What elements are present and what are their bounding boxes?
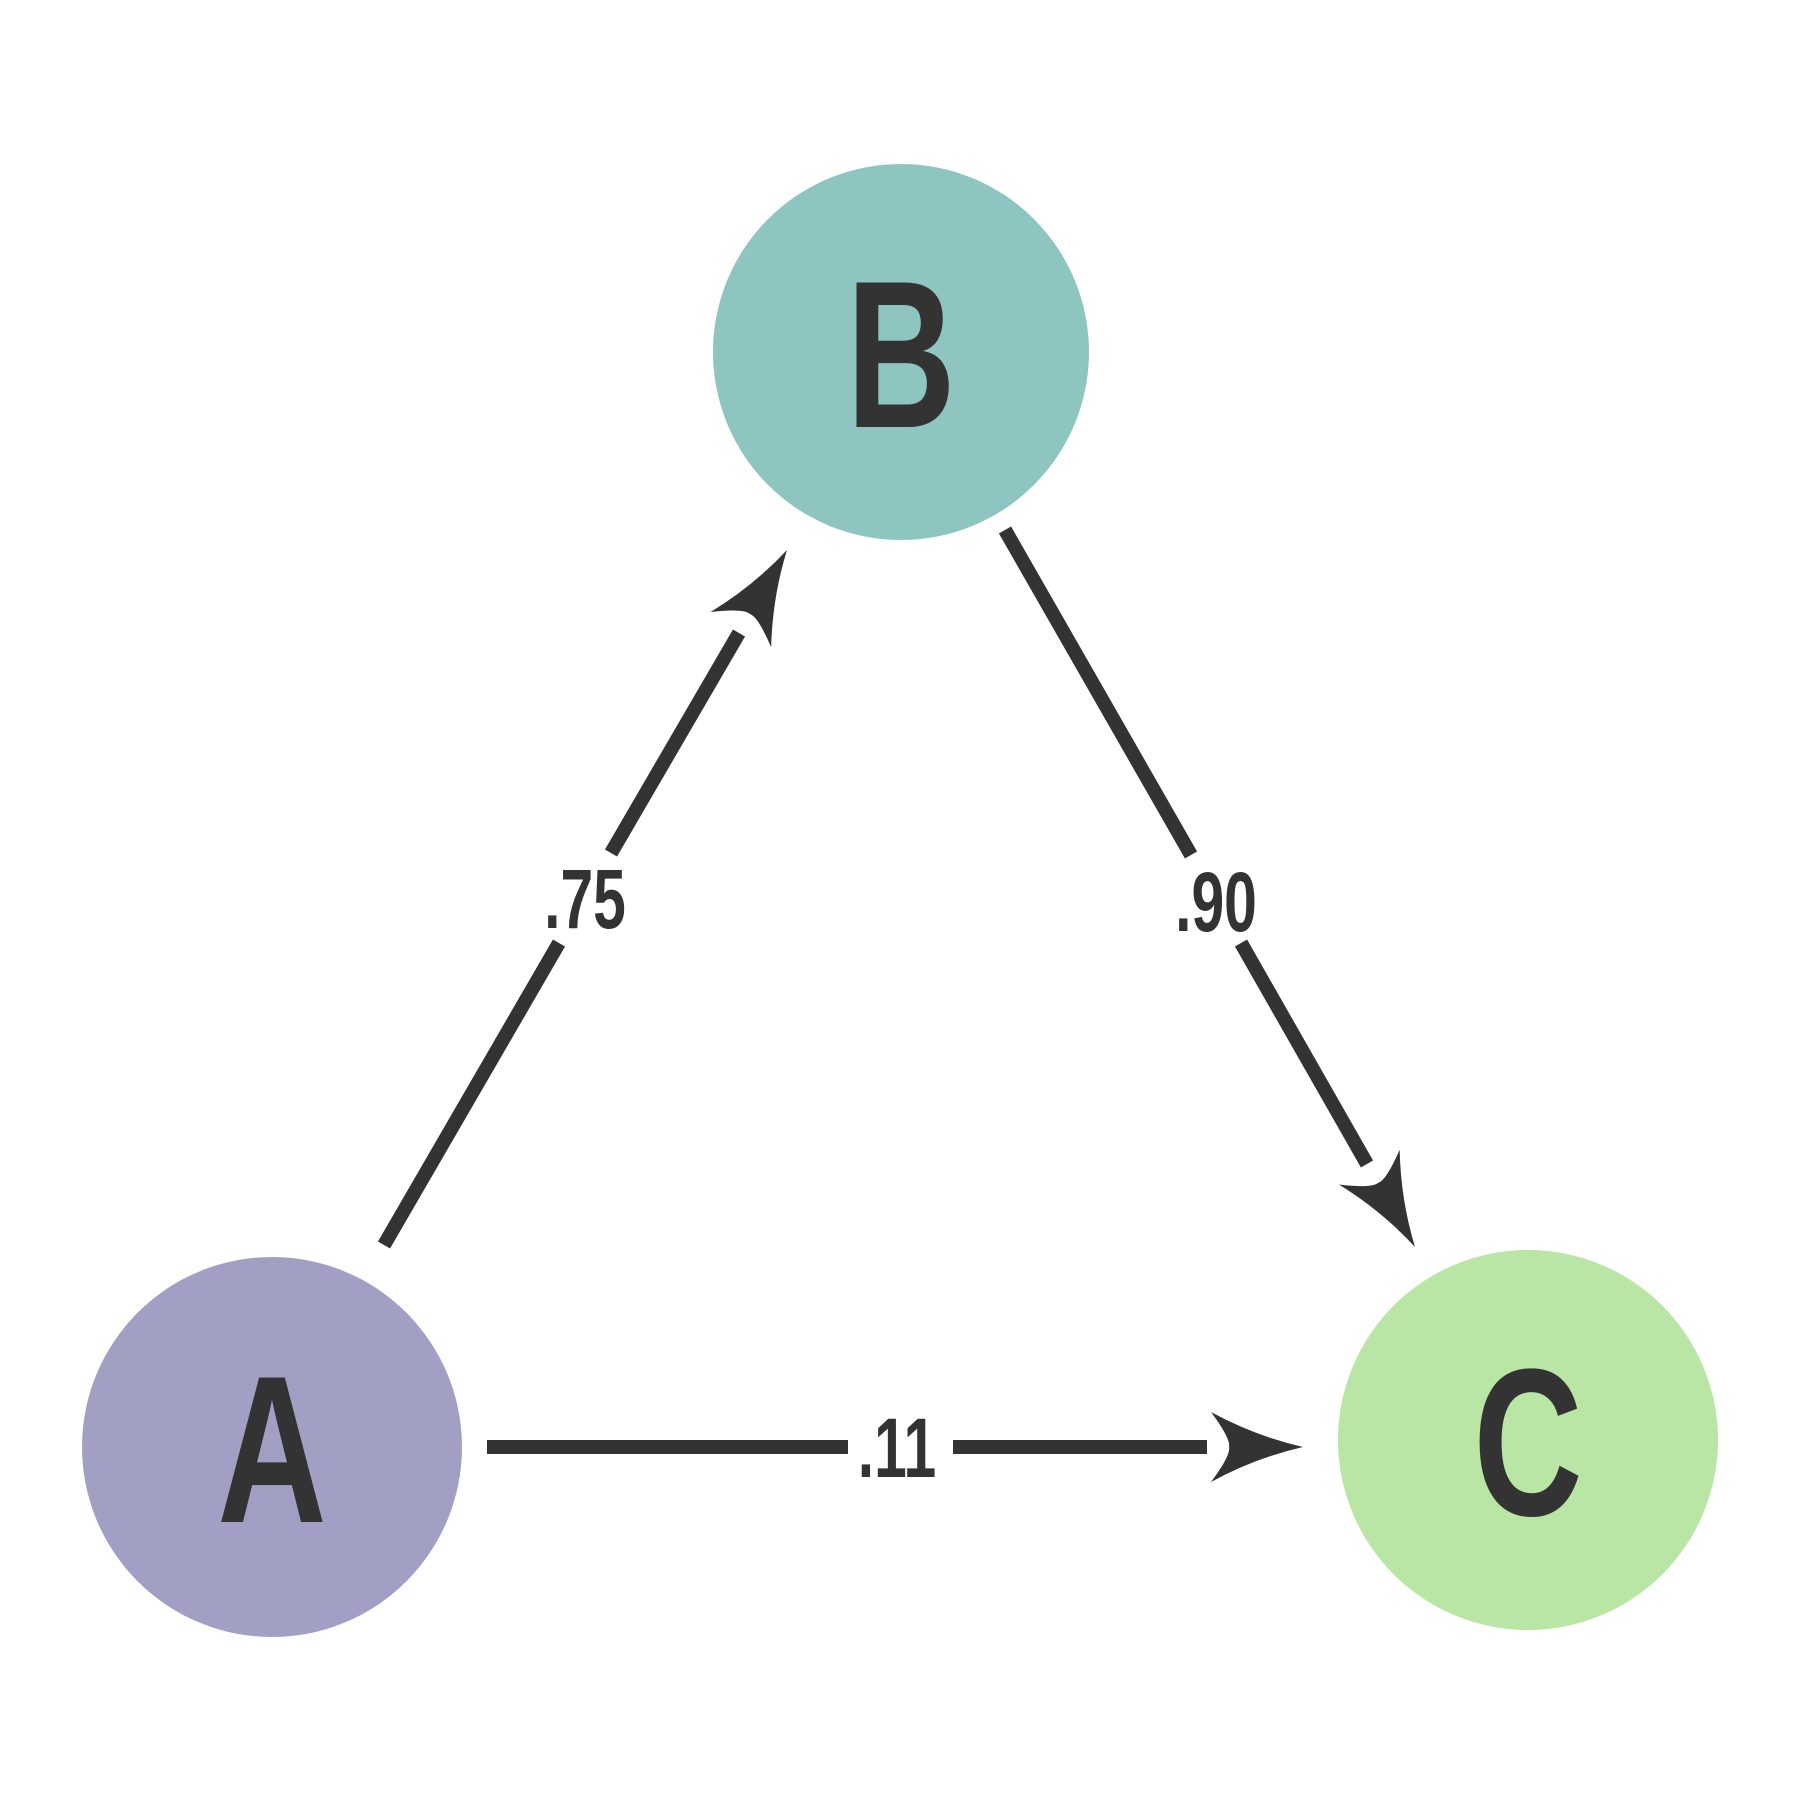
edge-a-b-segment-2: [604, 629, 746, 857]
edge-a-to-b: .75: [377, 550, 787, 1249]
node-c: C: [1338, 1250, 1718, 1630]
node-b: B: [713, 164, 1089, 540]
edge-b-c-segment-1: [998, 526, 1198, 859]
edge-b-to-c: .90: [998, 526, 1415, 1247]
edge-weight-b-c: .90: [1175, 856, 1257, 950]
node-a-label: A: [217, 1331, 326, 1566]
edge-a-to-c: .11: [487, 1402, 1303, 1496]
node-b-label: B: [846, 236, 955, 471]
arrowhead-b-c-icon: [1338, 1149, 1415, 1247]
node-c-label: C: [1473, 1324, 1582, 1559]
node-c-circle: [1338, 1250, 1718, 1630]
node-a: A: [82, 1257, 462, 1637]
edge-weight-a-b: .75: [544, 853, 626, 947]
arrowhead-a-b-icon: [710, 550, 787, 648]
node-b-circle: [713, 164, 1089, 540]
edge-a-b-segment-1: [377, 939, 566, 1249]
arrowhead-a-c-icon: [1211, 1412, 1303, 1482]
node-a-circle: [82, 1257, 462, 1637]
edge-b-c-segment-2: [1234, 939, 1374, 1168]
edge-weight-a-c: .11: [858, 1402, 937, 1496]
